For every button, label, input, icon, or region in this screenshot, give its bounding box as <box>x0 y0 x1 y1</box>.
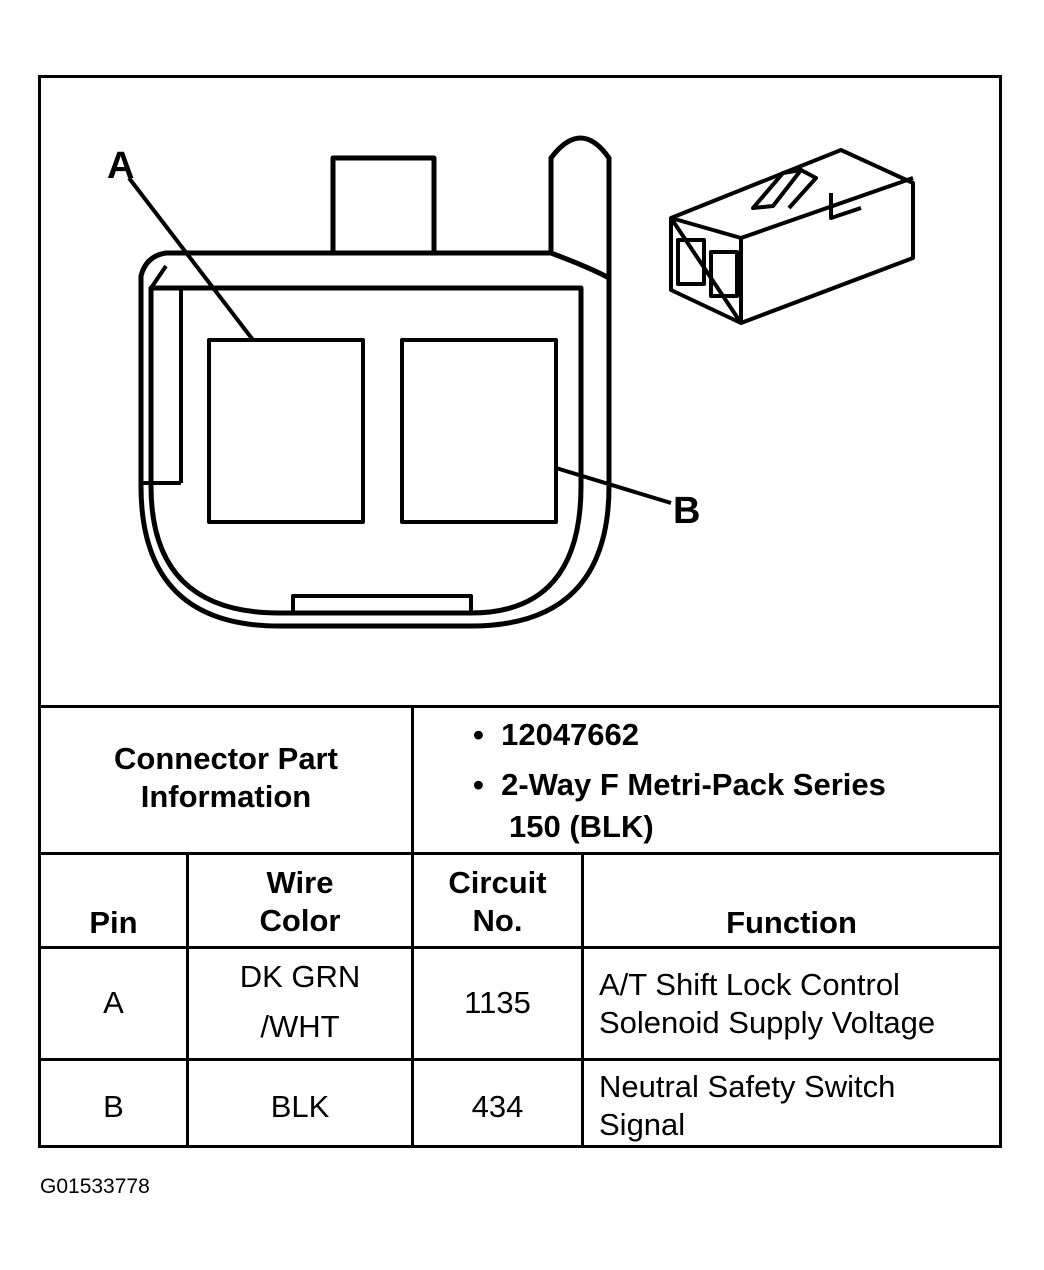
row-circuit: 434 <box>471 1089 524 1124</box>
row-function-line2: Signal <box>599 1107 686 1142</box>
row-wire-color-line1: DK GRN <box>239 959 361 994</box>
connector-series-cont: 150 (BLK) <box>509 809 654 844</box>
part-info-heading-line2: Information <box>140 779 312 814</box>
part-info-heading: Connector Part Information <box>41 740 411 816</box>
row-function: A/T Shift Lock Control Solenoid Supply V… <box>599 966 935 1042</box>
connector-bottom-key <box>291 594 473 613</box>
rule-col-wire <box>411 852 414 1145</box>
part-number: 12047662 <box>501 717 640 752</box>
leader-a <box>127 176 255 342</box>
header-wire-color: Wire Color <box>189 864 411 940</box>
header-function: Function <box>726 905 857 940</box>
rule-row-a-bottom <box>41 1058 999 1061</box>
row-circuit: 1135 <box>464 985 531 1020</box>
bullet-dot: • <box>473 767 502 802</box>
header-pin: Pin <box>89 905 138 940</box>
header-circuit: Circuit No. <box>414 864 581 940</box>
connector-series: 2-Way F Metri-Pack Series <box>501 767 886 802</box>
row-pin: A <box>103 985 124 1020</box>
bullet-dot: • <box>473 717 502 752</box>
cavity-a <box>207 338 365 524</box>
figure-id: G01533778 <box>40 1175 150 1198</box>
header-circuit-line2: No. <box>472 903 523 938</box>
connector-diagram: A B <box>107 135 915 629</box>
leader-b <box>555 466 672 505</box>
row-pin: B <box>103 1089 124 1124</box>
rule-col-circuit <box>581 852 584 1145</box>
label-b: B <box>673 490 700 532</box>
rule-col-pin <box>186 852 189 1145</box>
label-a: A <box>107 145 134 187</box>
part-bullet-1: • 12047662 <box>473 716 639 754</box>
row-wire-color: BLK <box>270 1089 330 1124</box>
header-circuit-line1: Circuit <box>448 865 547 900</box>
row-function-line1: A/T Shift Lock Control <box>599 967 900 1002</box>
cavity-b <box>400 338 558 524</box>
header-wire-color-line2: Color <box>259 903 341 938</box>
header-wire-color-line1: Wire <box>266 865 334 900</box>
rule-header-bottom <box>41 946 999 949</box>
rule-diagram-bottom <box>41 705 999 708</box>
connector-isometric-view <box>669 148 915 325</box>
part-info-heading-line1: Connector Part <box>114 741 338 776</box>
row-wire-color: DK GRN /WHT <box>189 958 411 1046</box>
rule-part-info-divider <box>411 705 414 946</box>
connector-body-inner <box>148 285 584 616</box>
figure-frame: A B Connector Part Information • 1204766… <box>38 75 1002 1148</box>
row-function: Neutral Safety Switch Signal <box>599 1068 895 1144</box>
connector-body-outer <box>138 250 612 629</box>
connector-lock-arm <box>548 135 612 278</box>
row-wire-color-line2: /WHT <box>260 1009 340 1044</box>
part-bullet-2: • 2-Way F Metri-Pack Series <box>473 766 886 804</box>
rule-header-top <box>41 852 999 855</box>
row-function-line2: Solenoid Supply Voltage <box>599 1005 936 1040</box>
row-function-line1: Neutral Safety Switch <box>599 1069 896 1104</box>
connector-top-latch <box>330 155 437 253</box>
